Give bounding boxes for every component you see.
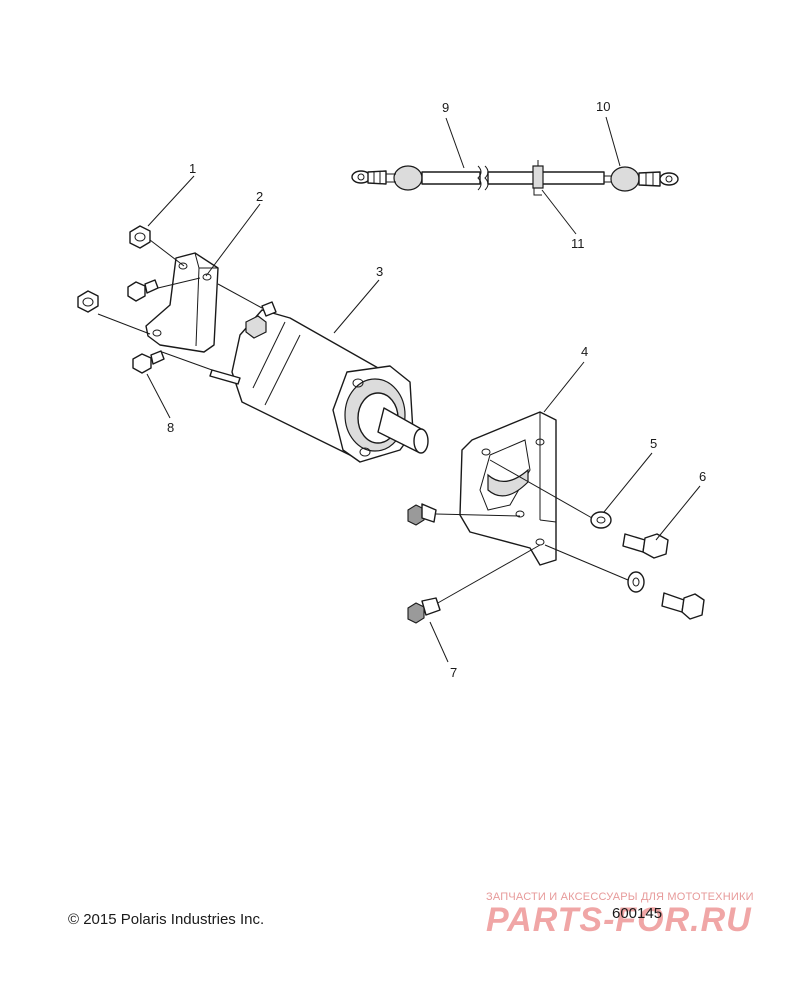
mounting-plate-4 <box>459 411 557 566</box>
callout-11: 11 <box>571 236 585 251</box>
cable-terminal-left <box>351 170 387 185</box>
starter-motor-3 <box>209 301 429 463</box>
callout-3: 3 <box>376 264 383 279</box>
drawing-number: 600145 <box>612 905 663 922</box>
bolt-upper-left <box>127 279 159 302</box>
bolt-7-lower <box>407 597 441 624</box>
bolt-6-lower <box>661 592 705 620</box>
callout-5: 5 <box>650 436 657 451</box>
callout-4: 4 <box>581 344 588 359</box>
battery-cable <box>351 160 679 196</box>
callout-7: 7 <box>450 665 457 680</box>
nut-1 <box>129 225 151 249</box>
callout-6: 6 <box>699 469 706 484</box>
watermark-brand: PARTS-FOR.RU <box>486 901 752 939</box>
watermark: ЗАПЧАСТИ И АКСЕССУАРЫ ДЛЯ МОТОТЕХНИКИ PA… <box>486 891 786 940</box>
washer-5-upper <box>590 511 612 529</box>
cable-terminal-right <box>638 171 679 187</box>
callout-1: 1 <box>189 161 196 176</box>
cable-boot-right <box>610 166 640 192</box>
cable-boot-left <box>393 165 423 191</box>
nut-left <box>77 290 99 313</box>
callout-8: 8 <box>167 420 174 435</box>
callout-9: 9 <box>442 100 449 115</box>
cable-clip <box>532 160 544 196</box>
watermark-tagline: ЗАПЧАСТИ И АКСЕССУАРЫ ДЛЯ МОТОТЕХНИКИ <box>486 891 754 903</box>
starter-bracket-2 <box>145 252 219 353</box>
bolt-8 <box>132 350 165 374</box>
callout-10: 10 <box>596 99 610 114</box>
callout-2: 2 <box>256 189 263 204</box>
washer-5-lower <box>627 571 645 593</box>
bolt-6-upper <box>622 533 669 559</box>
copyright-notice: © 2015 Polaris Industries Inc. <box>68 911 265 928</box>
bolt-7-upper <box>407 503 437 526</box>
